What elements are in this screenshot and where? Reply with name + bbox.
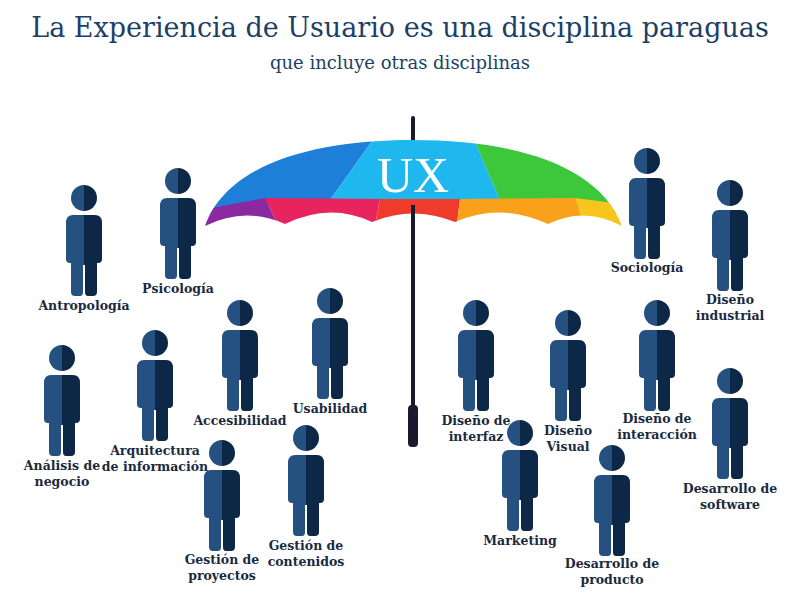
- umbrella-label: UX: [353, 150, 473, 200]
- person-figure: [66, 185, 102, 296]
- person-figure: [458, 300, 494, 411]
- person-figure: [502, 420, 538, 531]
- discipline-label: Psicología: [128, 281, 228, 297]
- person-figure: [550, 310, 586, 421]
- person-figure: [204, 440, 240, 551]
- person-figure: [160, 168, 196, 279]
- person-figure: [222, 300, 258, 411]
- person-figure: [712, 368, 748, 479]
- diagram-title: La Experiencia de Usuario es una discipl…: [0, 12, 800, 43]
- subtitle: que incluye otras disciplinas: [0, 52, 800, 73]
- discipline-label: Diseño de interacción: [612, 411, 702, 442]
- person-figure: [639, 300, 675, 411]
- discipline-label: Accesibilidad: [190, 413, 290, 429]
- person-figure: [137, 330, 173, 441]
- person-figure: [629, 148, 665, 259]
- discipline-label: Marketing: [475, 533, 565, 549]
- discipline-label: Usabilidad: [285, 401, 375, 417]
- discipline-label: Desarrollo de software: [680, 481, 780, 512]
- discipline-label: Análisis de negocio: [17, 458, 107, 489]
- discipline-label: Desarrollo de producto: [562, 556, 662, 587]
- discipline-label: Diseño de interfaz: [436, 413, 516, 444]
- discipline-label: Diseño industrial: [690, 292, 770, 323]
- discipline-label: Arquitectura de información: [100, 443, 210, 474]
- discipline-label: Antropología: [29, 298, 139, 314]
- person-figure: [594, 445, 630, 556]
- person-figure: [712, 180, 748, 291]
- discipline-label: Diseño Visual: [533, 423, 603, 454]
- person-figure: [288, 425, 324, 536]
- person-figure: [312, 288, 348, 399]
- discipline-label: Gestión de proyectos: [182, 552, 262, 583]
- person-figure: [44, 345, 80, 456]
- discipline-label: Gestión de contenidos: [261, 538, 351, 569]
- discipline-label: Sociología: [597, 260, 697, 276]
